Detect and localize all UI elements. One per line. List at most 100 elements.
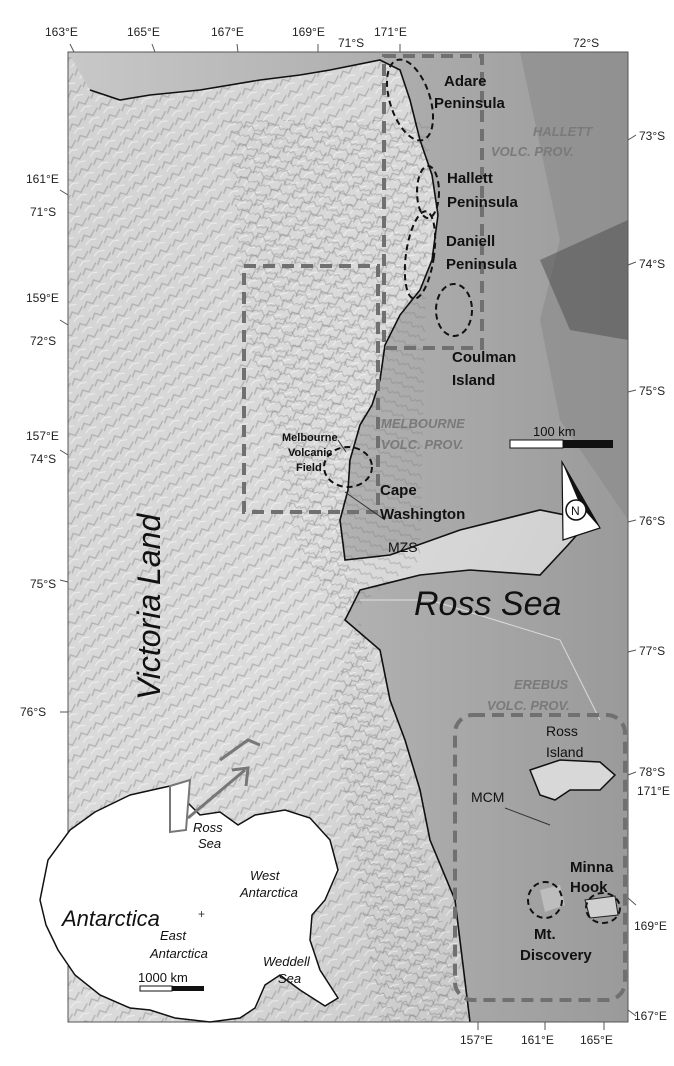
graticule-left: 161°E 71°S 159°E 72°S 157°E 74°S 75°S 76… xyxy=(20,172,59,719)
melbourne-box xyxy=(242,264,380,514)
coastline xyxy=(89,59,592,1022)
north-arrow: N xyxy=(561,459,601,541)
grat-top-label: 163°E xyxy=(45,25,78,39)
grat-top-label: 167°E xyxy=(211,25,244,39)
north-arrow-label: N xyxy=(571,504,580,518)
grat-right-label: 74°S xyxy=(639,257,665,271)
north-arrow-dark xyxy=(562,462,600,528)
graticule-top: 163°E 165°E 167°E 169°E 171°E 71°S 72°S xyxy=(45,25,599,50)
discovery-ellipse xyxy=(527,881,563,919)
mt-discovery-label-2: Discovery xyxy=(520,947,592,964)
grat-left-label: 157°E xyxy=(26,429,59,443)
scale-bar: 100 km xyxy=(509,424,613,449)
erebus-prov-label-1: EREBUS xyxy=(514,677,569,692)
inset-west-2: Antarctica xyxy=(239,885,298,900)
grat-bottom-label: 161°E xyxy=(521,1033,554,1047)
grat-top-label: 169°E xyxy=(292,25,325,39)
mcm-leader xyxy=(504,807,551,826)
victoria-land-label: Victoria Land xyxy=(131,513,167,700)
grat-right-label: 75°S xyxy=(639,384,665,398)
inset-west-1: West xyxy=(250,868,281,883)
grat-left-label: 75°S xyxy=(30,577,56,591)
grat-top-label: 71°S xyxy=(338,36,364,50)
grat-left-label: 161°E xyxy=(26,172,59,186)
melbourne-prov-label-1: MELBOURNE xyxy=(381,416,465,431)
ross-island-label-1: Ross xyxy=(546,723,578,739)
minna-ellipse xyxy=(585,892,621,924)
inset-antarctica-label: Antarctica xyxy=(60,906,160,931)
grat-right-label: 167°E xyxy=(634,1009,667,1023)
grat-left-label: 74°S xyxy=(30,452,56,466)
melbourne-field-label-3: Field xyxy=(296,462,322,474)
grat-bottom-label: 157°E xyxy=(460,1033,493,1047)
ross-sea-label: Ross Sea xyxy=(414,585,561,623)
hallett-box xyxy=(382,54,484,350)
minna-hook-label-2: Hook xyxy=(570,879,608,896)
ross-island xyxy=(529,759,617,801)
inset-ross-sea-2: Sea xyxy=(198,836,221,851)
graticule-right: 73°S 74°S 75°S 76°S 77°S 78°S 171°E 169°… xyxy=(634,129,670,1023)
hallett-prov-label-1: HALLETT xyxy=(533,124,593,139)
grat-right-label: 78°S xyxy=(639,765,665,779)
erebus-prov-label-2: VOLC. PROV. xyxy=(487,698,570,713)
adare-label-2: Peninsula xyxy=(434,95,506,112)
ross-island-label-2: Island xyxy=(546,744,583,760)
graticule-ticks xyxy=(59,43,637,1030)
grat-top-label: 171°E xyxy=(374,25,407,39)
melbourne-prov-label-2: VOLC. PROV. xyxy=(381,437,464,452)
cape-washington-label-1: Cape xyxy=(380,482,417,499)
cape-washington-label-2: Washington xyxy=(380,506,465,523)
inset-weddell-1: Weddell xyxy=(263,954,311,969)
grat-right-label: 171°E xyxy=(637,784,670,798)
hallett-pen-label-2: Peninsula xyxy=(447,194,519,211)
graticule-bottom: 157°E 161°E 165°E xyxy=(460,1033,613,1047)
inset-east-1: East xyxy=(160,928,187,943)
inset-scale-black xyxy=(172,986,204,991)
volcano-ellipses xyxy=(323,58,621,924)
place-labels: Adare Peninsula Hallett Peninsula Daniel… xyxy=(131,73,614,964)
inset-scale-label: 1000 km xyxy=(138,970,188,985)
inset-east-2: Antarctica xyxy=(149,946,208,961)
daniell-label-2: Peninsula xyxy=(446,256,518,273)
grat-bottom-label: 165°E xyxy=(580,1033,613,1047)
hallett-prov-label-2: VOLC. PROV. xyxy=(491,144,574,159)
inset-antarctica: Antarctica Ross Sea West Antarctica East… xyxy=(39,738,340,1023)
north-arrow-circle xyxy=(565,499,587,521)
adare-ellipse xyxy=(385,58,435,142)
grat-left-label: 71°S xyxy=(30,205,56,219)
grat-left-label: 76°S xyxy=(20,705,46,719)
scale-bar-black xyxy=(563,440,613,448)
inset-arrow xyxy=(187,738,261,820)
inset-scale-white xyxy=(139,985,173,992)
inset-study-box xyxy=(169,778,192,834)
leader-lines xyxy=(337,439,551,826)
mt-discovery-label-1: Mt. xyxy=(534,926,556,943)
adare-label-1: Adare xyxy=(444,73,487,90)
hallett-ellipse xyxy=(416,165,440,219)
mcm-label: MCM xyxy=(471,789,504,805)
coulman-label-1: Coulman xyxy=(452,349,516,366)
erebus-box xyxy=(453,713,627,1002)
south-pole-marker: + xyxy=(198,907,205,921)
mzs-leader xyxy=(344,491,386,521)
coulman-label-2: Island xyxy=(452,372,495,389)
melbourne-field-label-1: Melbourne xyxy=(282,432,338,444)
daniell-label-1: Daniell xyxy=(446,233,495,250)
melbourne-leader xyxy=(337,439,347,453)
grat-top-label: 72°S xyxy=(573,36,599,50)
grat-left-label: 159°E xyxy=(26,291,59,305)
melbourne-field-label-2: Volcanic xyxy=(288,447,332,459)
melbourne-ellipse xyxy=(323,446,373,488)
map-background xyxy=(68,52,628,1022)
mzs-label: MZS xyxy=(388,539,418,555)
grat-right-label: 169°E xyxy=(634,919,667,933)
scale-bar-label: 100 km xyxy=(533,424,576,439)
coulman-ellipse xyxy=(435,283,473,337)
grat-top-label: 165°E xyxy=(127,25,160,39)
grat-right-label: 73°S xyxy=(639,129,665,143)
hallett-pen-label-1: Hallett xyxy=(447,170,493,187)
scale-bar-white xyxy=(509,439,564,449)
inset-ross-sea-1: Ross xyxy=(193,820,223,835)
grat-left-label: 72°S xyxy=(30,334,56,348)
